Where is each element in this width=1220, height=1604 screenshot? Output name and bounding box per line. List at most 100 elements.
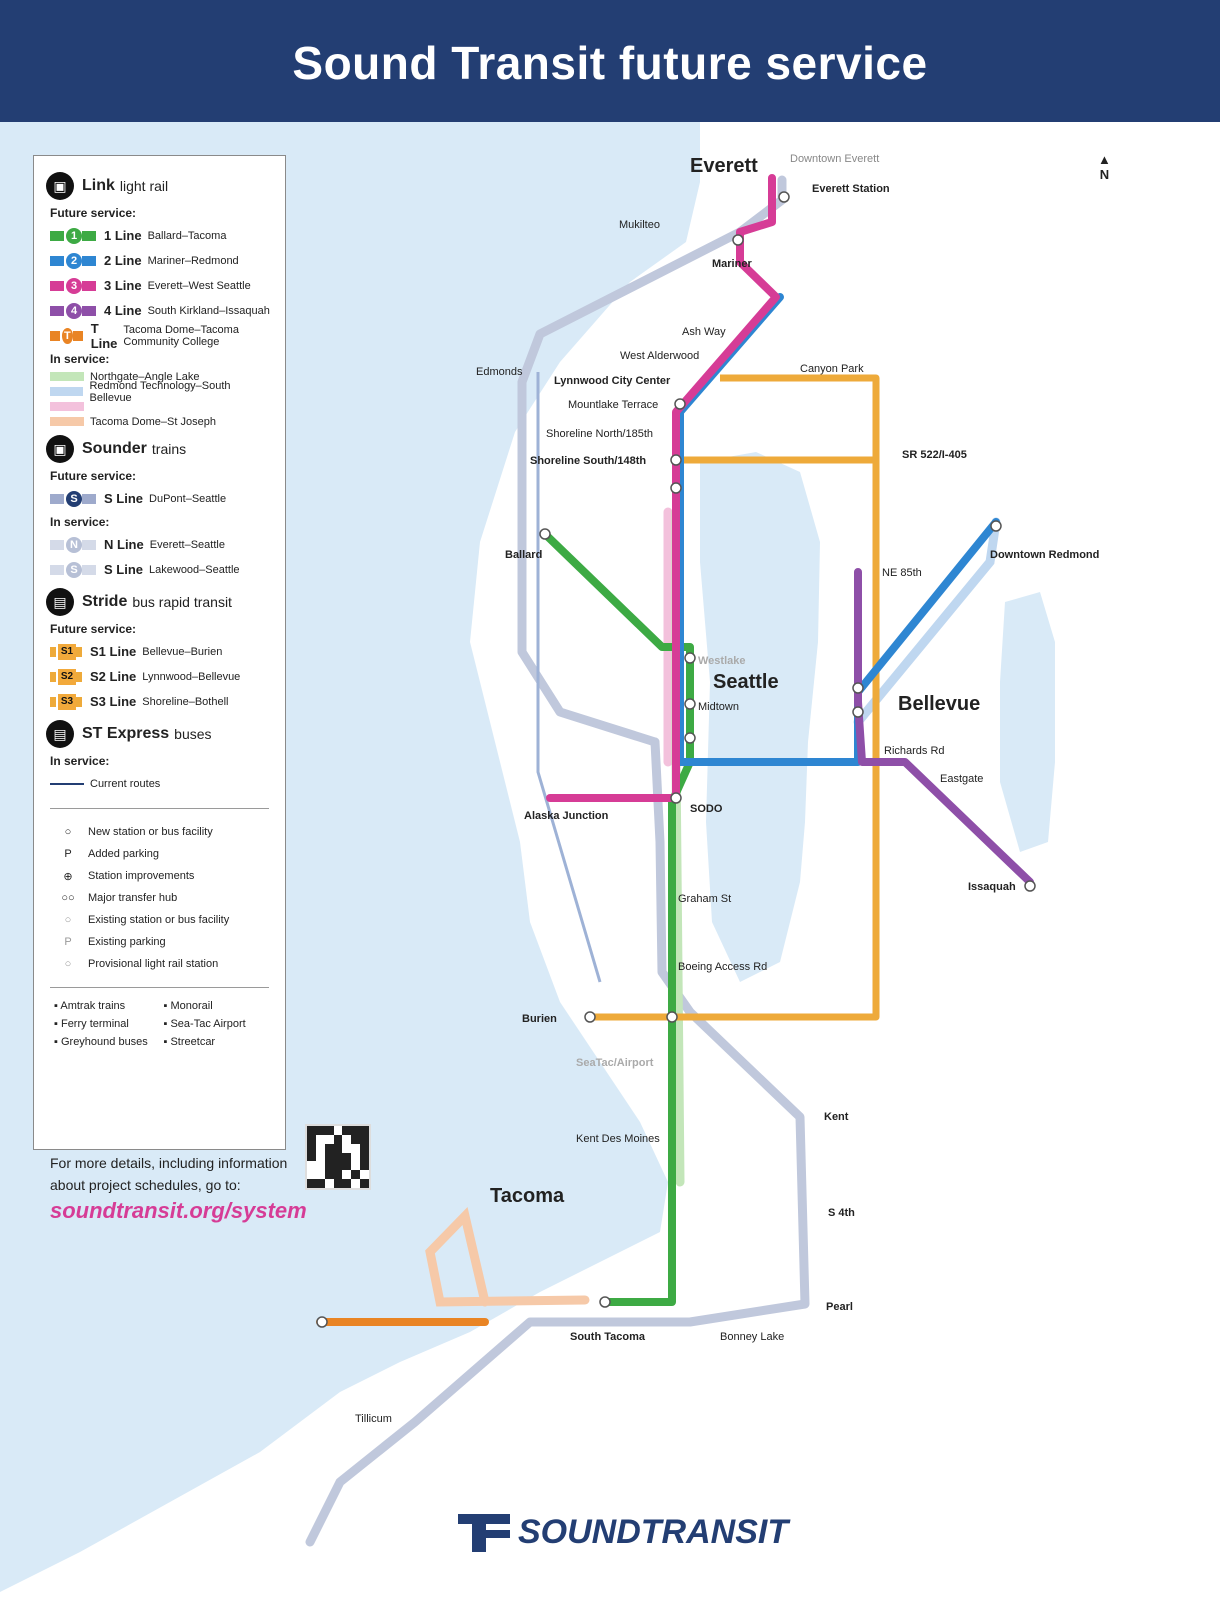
line-3-pink	[546, 174, 780, 802]
line-name: S3 Line	[90, 694, 137, 709]
line-badge: 4	[66, 302, 82, 319]
line-swatch	[50, 305, 64, 316]
legend-link-header: ▣ Link light rail	[46, 172, 273, 200]
qr-module	[315, 1179, 325, 1188]
legend-row: Current routes	[46, 771, 273, 796]
line-desc: Ballard–Tacoma	[147, 229, 227, 242]
station-label: SODO	[690, 803, 723, 815]
facility-desc: Amtrak trains	[60, 1000, 126, 1012]
line-desc: Northgate–Angle Lake	[90, 370, 200, 383]
qr-module	[307, 1126, 316, 1135]
monorail-icon: ▪	[163, 1000, 171, 1012]
express-bus-icon: ▤	[46, 720, 74, 748]
line-swatch	[82, 564, 96, 575]
station-label: Issaquah	[968, 881, 1016, 893]
station-label: Shoreline South/148th	[530, 455, 646, 467]
line-name: S1 Line	[90, 644, 137, 659]
symbol-desc: Existing station or bus facility	[88, 914, 230, 926]
line-swatch	[76, 646, 82, 657]
in-service-orange	[425, 1206, 590, 1307]
legend-express-header: ▤ ST Express buses	[46, 720, 273, 748]
line-swatch	[50, 539, 64, 550]
station-label: SeaTac/Airport	[576, 1057, 654, 1069]
qr-module	[342, 1161, 352, 1171]
line-swatch	[50, 255, 64, 266]
mode-name: Stride	[82, 593, 128, 610]
line-badge: S	[66, 561, 82, 578]
line-badge: S	[66, 490, 82, 507]
line-swatch	[50, 696, 56, 707]
qr-module	[333, 1179, 343, 1188]
city-bellevue: Bellevue	[898, 693, 980, 715]
legend-future-label: Future service:	[50, 622, 137, 636]
facility-desc: Streetcar	[170, 1036, 216, 1048]
qr-module	[324, 1152, 334, 1162]
line-desc: Shoreline–Bothell	[142, 695, 229, 708]
link-future-lines	[316, 174, 1034, 1326]
line-name: S Line	[104, 491, 144, 506]
city-seattle: Seattle	[713, 671, 779, 693]
station-label: Graham St	[678, 893, 731, 905]
legend-row: Northgate–Angle Lake	[46, 369, 273, 384]
symbol-desc: Major transfer hub	[88, 892, 178, 904]
express-swatch	[50, 782, 84, 785]
sounder-train-icon: ▣	[46, 435, 74, 463]
symbol-row: ○New station or bus facility	[46, 821, 273, 843]
symbol-glyph: ○	[64, 914, 72, 926]
symbol-glyph: ⊕	[63, 870, 73, 883]
legend-sounder-header: ▣ Sounder trains	[46, 435, 273, 463]
symbol-glyph: ○	[64, 958, 72, 970]
system-url-link[interactable]: soundtransit.org/system	[50, 1198, 307, 1223]
line-badge: S2	[58, 668, 76, 685]
service-swatch	[50, 387, 84, 396]
qr-module	[307, 1134, 316, 1144]
station-label: South Tacoma	[570, 1331, 646, 1343]
station-label: Westlake	[698, 655, 746, 667]
qr-module	[324, 1143, 334, 1153]
line-desc: Tacoma Dome–Tacoma Community College	[123, 323, 239, 348]
qr-module	[315, 1170, 325, 1180]
legend-row	[46, 399, 273, 414]
symbol-glyph: P	[64, 848, 72, 860]
station-label: Boeing Access Rd	[678, 961, 767, 973]
station-label: Edmonds	[476, 366, 523, 378]
amtrak-icon: ▪	[54, 1000, 61, 1012]
line-badge: S3	[58, 693, 76, 710]
line-swatch	[82, 280, 96, 291]
station-label: Shoreline North/185th	[546, 428, 653, 440]
line-desc: South Kirkland–Issaquah	[147, 304, 270, 317]
line-desc: Tacoma Dome–St Joseph	[90, 415, 216, 428]
line-swatch	[76, 671, 82, 682]
line-desc: DuPont–Seattle	[149, 492, 227, 505]
qr-module	[307, 1179, 316, 1188]
qr-module	[333, 1134, 343, 1144]
station-label: Mukilteo	[619, 219, 660, 231]
page-title: Sound Transit future service	[292, 37, 928, 89]
legend-in-service-label: In service:	[50, 352, 110, 366]
line-swatch	[82, 493, 96, 504]
station-label: Alaska Junction	[524, 810, 609, 822]
qr-module	[342, 1179, 352, 1188]
qr-module	[351, 1179, 361, 1188]
facility-desc: Ferry terminal	[60, 1018, 129, 1030]
facility-desc: Greyhound buses	[60, 1036, 148, 1048]
qr-module	[307, 1170, 316, 1180]
qr-module	[324, 1170, 334, 1180]
legend-row: Tacoma Dome–St Joseph	[46, 414, 273, 429]
station-label: Ballard	[505, 549, 542, 561]
logo-mark-icon	[458, 1512, 510, 1552]
sounder-s-line	[305, 737, 810, 1547]
qr-module	[351, 1152, 361, 1162]
mode-name: Link	[82, 177, 115, 194]
express-route	[536, 372, 602, 983]
ferry-icon: ▪	[54, 1018, 61, 1030]
qr-module	[360, 1170, 369, 1180]
station-label: Eastgate	[940, 773, 983, 785]
